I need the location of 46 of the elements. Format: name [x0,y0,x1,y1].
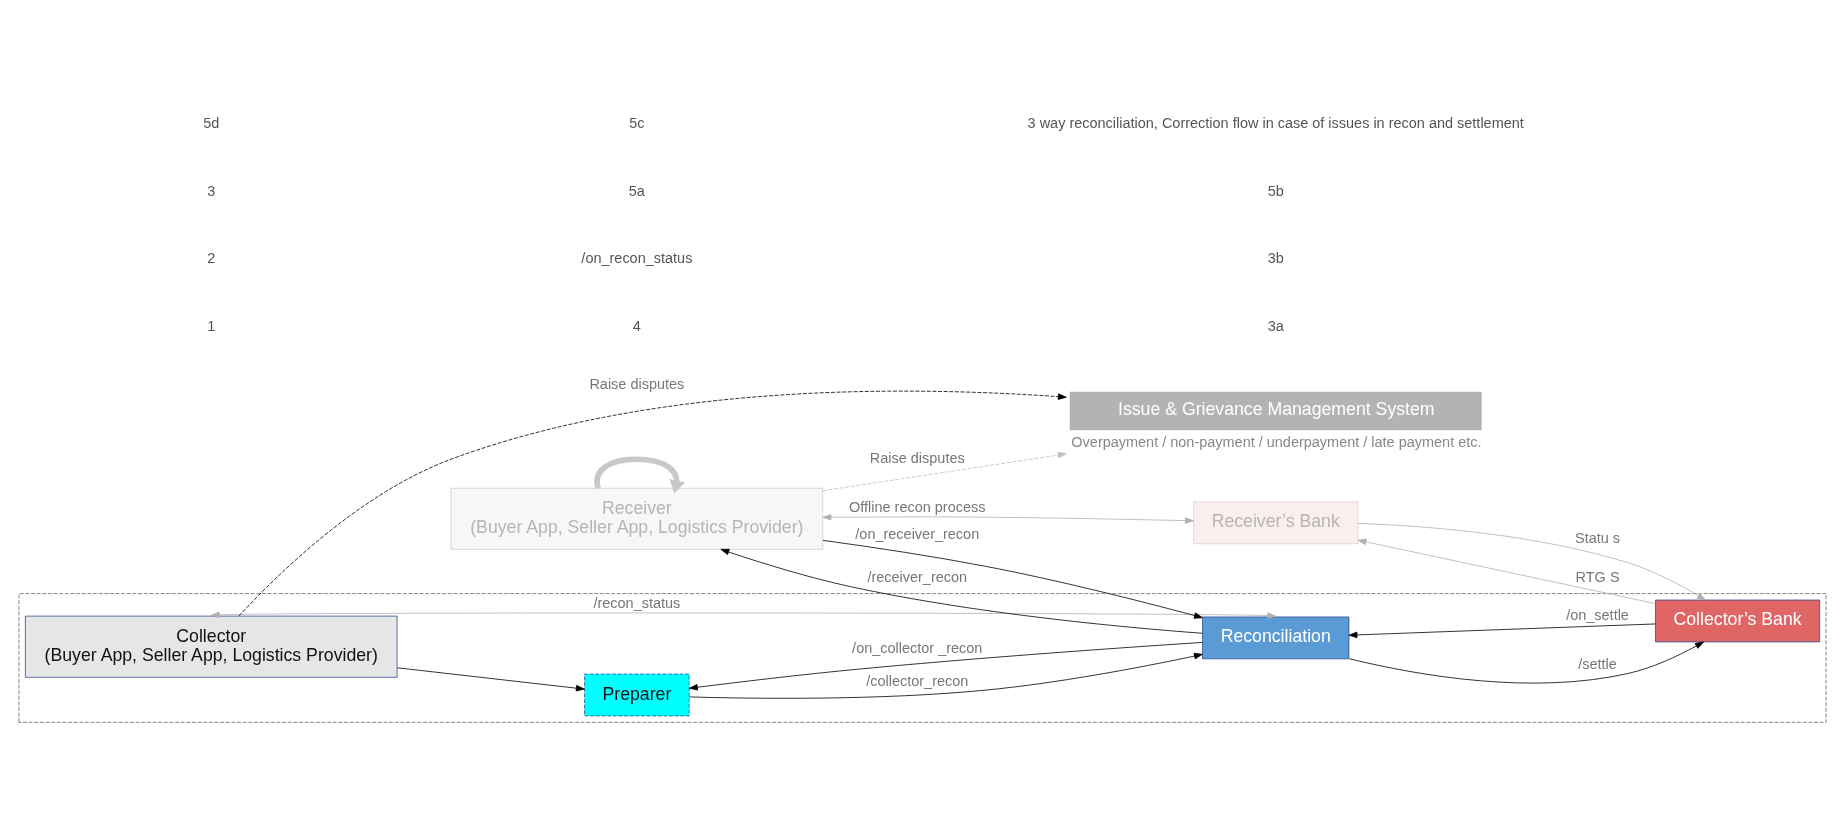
arrow [210,611,1277,619]
label: 3 way reconciliation, Correction flow in case of issues in recon and settlement [1027,114,1524,131]
arrow [1357,522,1706,600]
label: 3b [1267,249,1284,266]
node-box: Receiver (Buyer App, Seller App, Logistics Provider) [450,487,824,550]
label: 1 [207,317,216,334]
arrow [1348,623,1656,638]
edge-label: /on_receiver_recon [855,525,980,542]
label: 5b [1267,182,1284,199]
label: 3 [207,182,216,199]
arrow [1348,641,1704,683]
edge-label: Raise disputes [589,375,685,392]
arrow [822,451,1067,491]
node-box: Issue & Grievance Management System [1069,391,1482,430]
arrow [238,390,1067,616]
label: 5d [203,114,220,131]
edge-label: /collector_recon [866,672,969,689]
edge-label: RTG S [1575,568,1620,585]
label: 5a [628,182,645,199]
arrow [822,539,1203,619]
edge-label: Offline recon process [849,498,986,515]
arrow [688,652,1203,699]
node-box: Preparer [584,673,690,716]
node-box: Receiver’s Bank [1193,501,1359,544]
edge-label: /on_settle [1566,606,1629,623]
label: 5c [629,114,645,131]
label: 4 [632,317,641,334]
node-box: Collector (Buyer App, Seller App, Logistics Provider) [24,615,398,678]
arrow [594,455,685,493]
edge-label: /receiver_recon [867,568,968,585]
edge-label: Raise disputes [869,449,965,466]
node-label: Overpayment / non-payment / underpayment / late payment etc. [1071,433,1482,450]
arrow [397,666,585,691]
arrow [720,548,1203,634]
label: 3a [1267,317,1284,334]
arrow [822,513,1194,524]
edge-label: /settle [1578,655,1617,672]
edge-label: Statu s [1575,529,1621,546]
label: /on_recon_status [581,249,693,266]
edge-label: /recon_status [593,594,681,611]
label: 2 [207,249,216,266]
node-box: Reconciliation [1202,616,1350,659]
edge-label: /on_collector _recon [852,639,983,656]
node-box: Collector’s Bank [1655,599,1821,642]
arrow [1357,538,1656,604]
arrow [688,641,1203,690]
